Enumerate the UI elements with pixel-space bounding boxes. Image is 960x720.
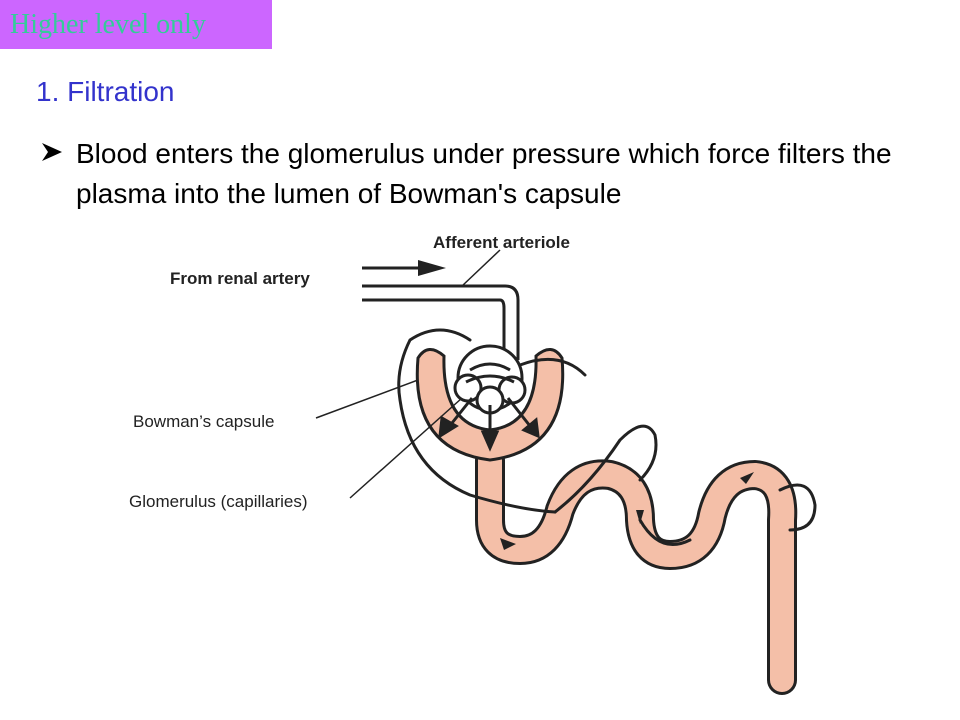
label-glomerulus: Glomerulus (capillaries) [129,492,308,511]
label-from-renal-artery: From renal artery [170,269,310,288]
afferent-arteriole-vessel [362,284,520,360]
label-afferent-arteriole: Afferent arteriole [433,233,570,252]
filtration-arrows [438,397,540,452]
higher-level-badge: Higher level only [0,0,272,49]
arrow-bullet-icon [42,143,62,161]
badge-text: Higher level only [10,9,206,40]
tubule-flow-arrows [500,472,754,550]
leader-lines [315,249,501,499]
efferent-vessel [397,328,817,546]
section-heading: 1. Filtration [36,76,175,107]
renal-tubule [475,445,798,695]
blood-flow-arrow [362,260,446,276]
nephron-diagram: Afferent arteriole From renal artery Bow… [129,233,817,695]
label-bowmans-capsule: Bowman’s capsule [133,412,274,431]
bullet-text: Blood enters the glomerulus under pressu… [76,138,892,209]
glomerulus-shape [453,344,527,415]
